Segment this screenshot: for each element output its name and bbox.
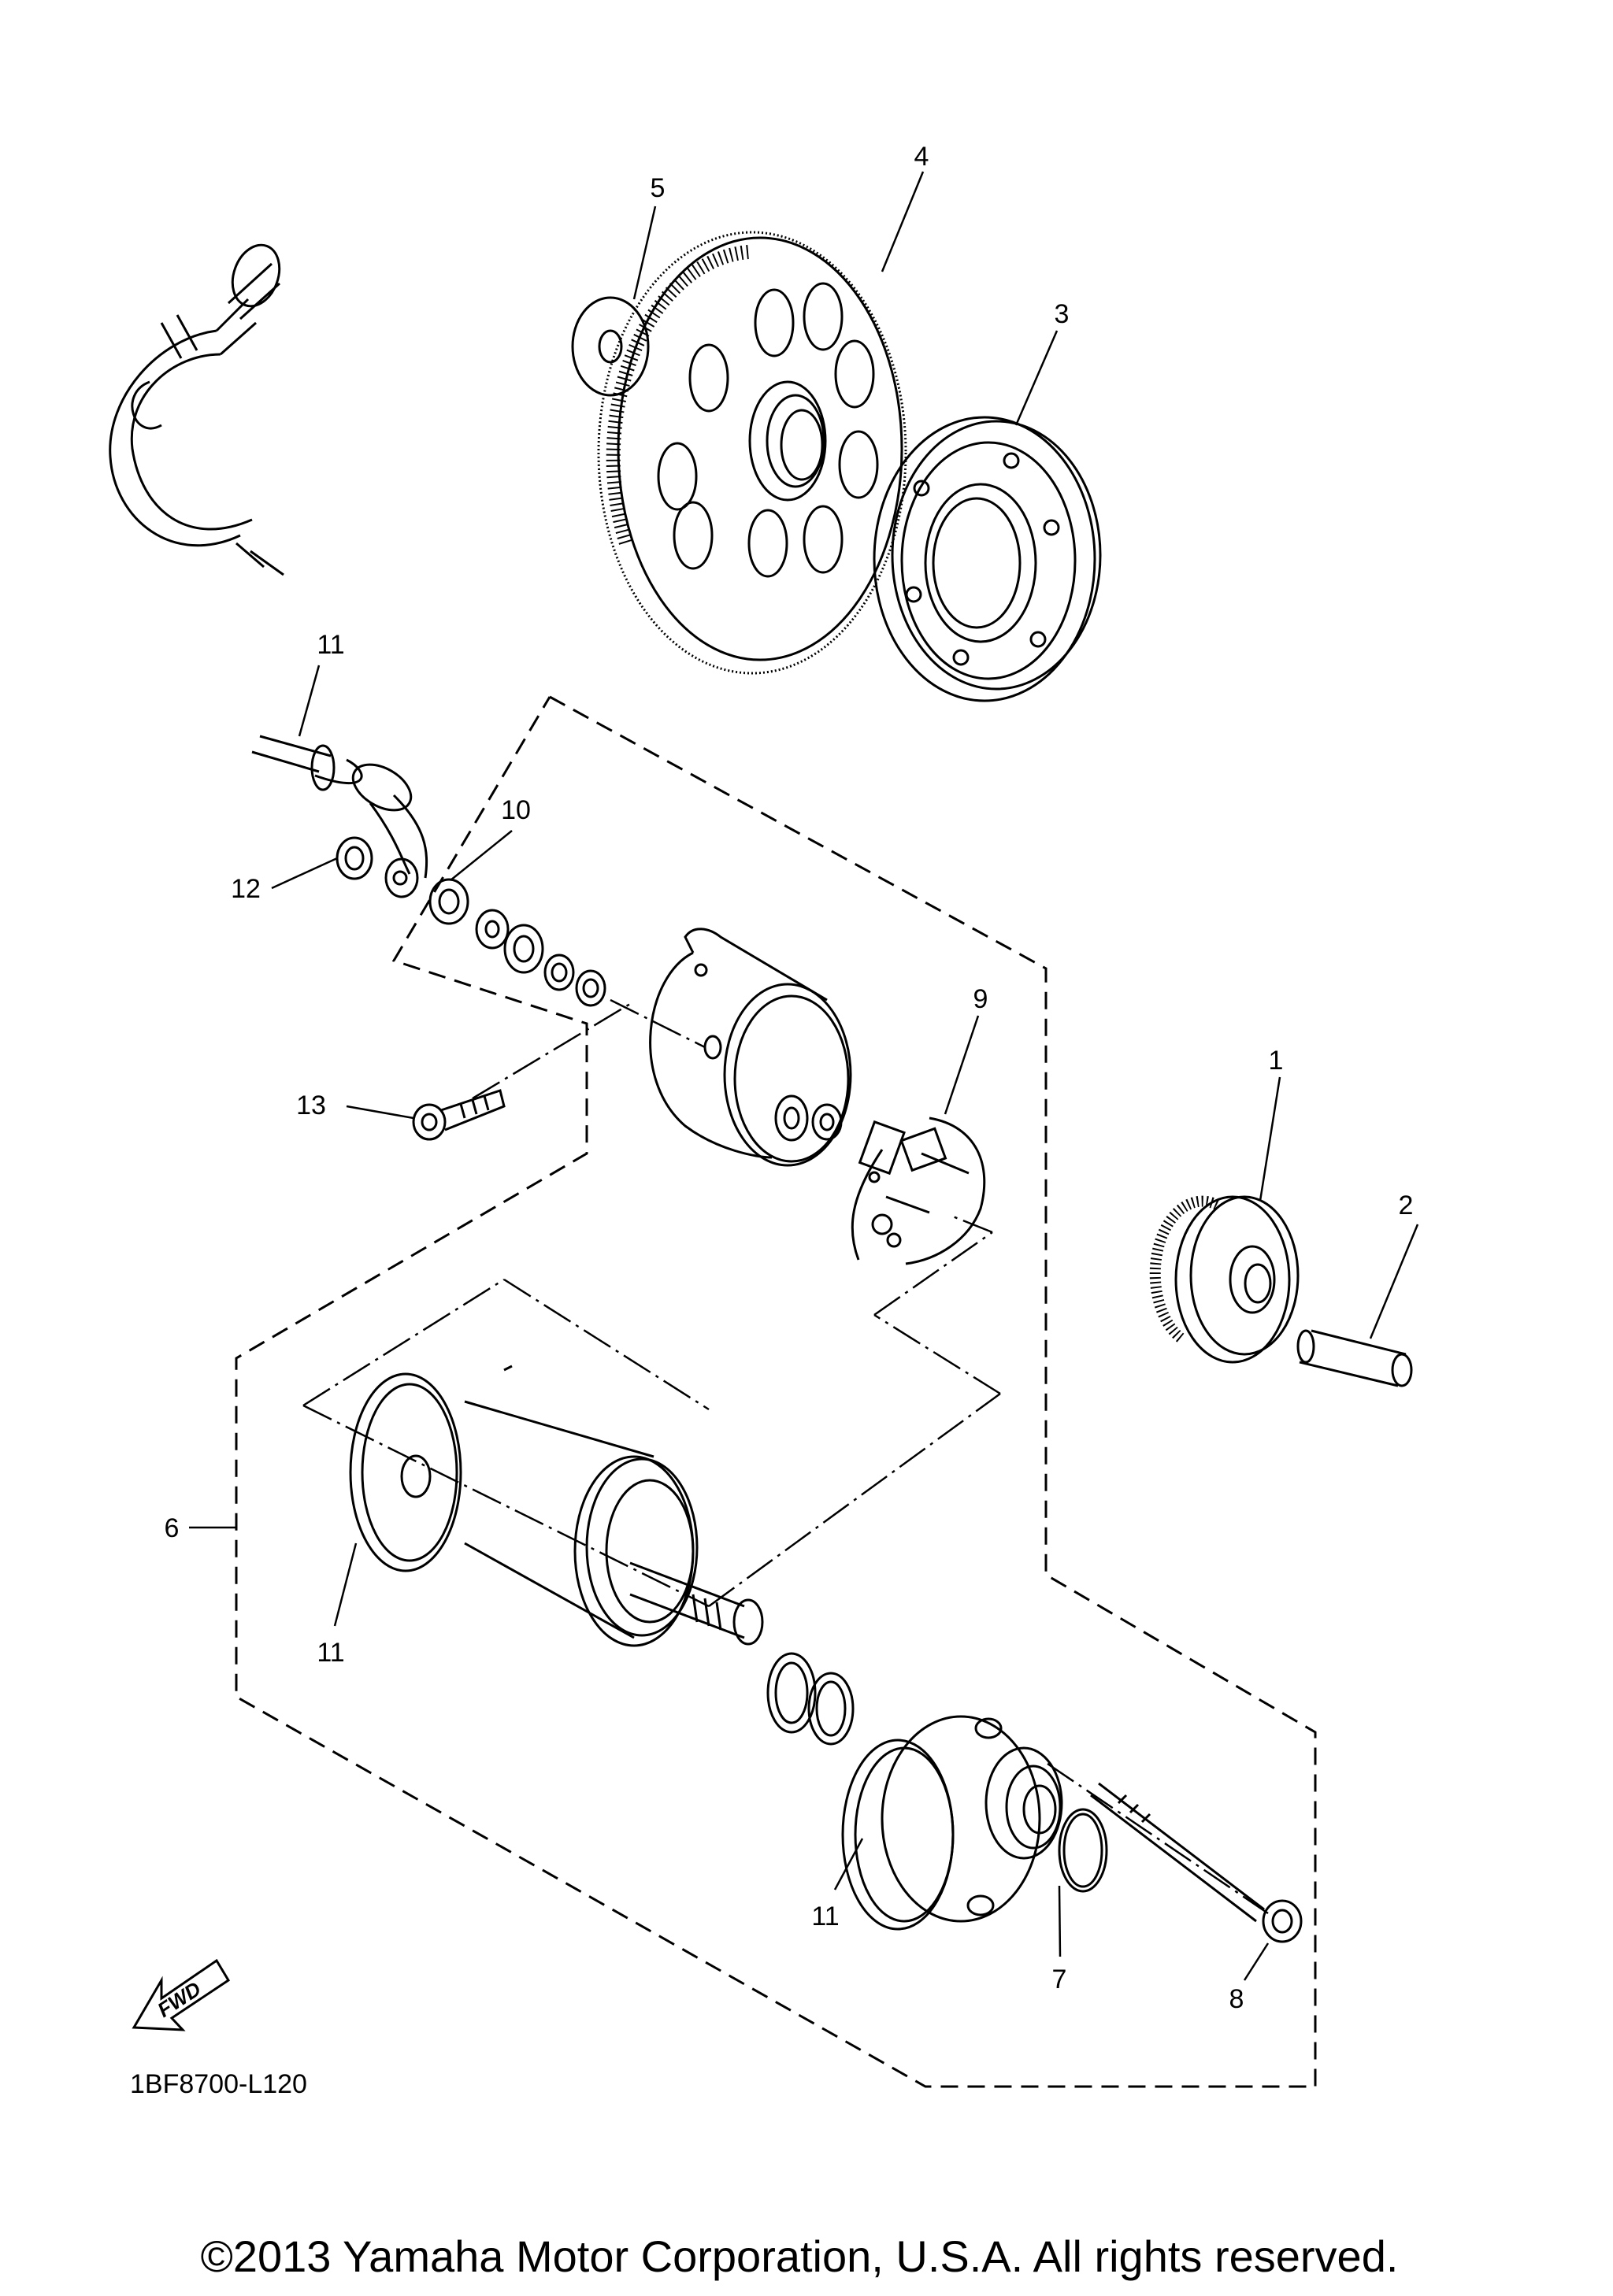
part-through-bolt (1090, 1782, 1303, 1943)
part-washer-5 (571, 296, 650, 397)
centre-lines (302, 998, 1269, 1915)
callout-3: 3 (1055, 299, 1070, 329)
callout-8: 8 (1229, 1984, 1244, 2014)
part-starter-driven-gear (597, 231, 907, 675)
part-rear-cover (841, 1715, 1063, 1931)
part-terminal-set (428, 878, 606, 1007)
callout-11-rear: 11 (811, 1902, 839, 1931)
callout-2: 2 (1399, 1191, 1414, 1220)
part-front-cover (649, 928, 852, 1167)
part-o-ring (1058, 1808, 1108, 1893)
part-nut-13 (336, 836, 373, 880)
callout-13: 12 (231, 874, 261, 904)
drawing-code: 1BF8700-L120 (130, 2069, 307, 2099)
leader-lines (189, 171, 1419, 1981)
part-armature-yoke (349, 1372, 855, 1746)
assembly-outline (235, 695, 1317, 2088)
part-brush-holder (851, 1117, 986, 1265)
fwd-arrow-icon (132, 1958, 231, 2031)
part-starter-cable (109, 243, 428, 898)
part-bolt-14 (412, 1089, 506, 1141)
callout-14: 13 (296, 1091, 326, 1120)
part-idle-gear (1149, 1195, 1300, 1364)
callout-1: 1 (1269, 1046, 1284, 1076)
callout-9: 9 (973, 984, 988, 1014)
copyright-notice: ©2013 Yamaha Motor Corporation, U.S.A. A… (201, 2231, 1399, 2281)
part-one-way-clutch (873, 416, 1102, 702)
callout-6: 6 (165, 1513, 180, 1543)
callout-10: 10 (501, 795, 531, 825)
callout-11-front: 11 (317, 1638, 344, 1668)
callout-labels: 4 5 3 11 10 12 9 1 13 2 6 11 11 7 8 (165, 142, 1414, 2014)
callout-4: 4 (914, 142, 929, 172)
callout-5: 5 (651, 173, 666, 203)
callout-7: 7 (1052, 1965, 1067, 1994)
part-idle-shaft (1296, 1329, 1413, 1387)
callout-12: 11 (317, 630, 344, 660)
